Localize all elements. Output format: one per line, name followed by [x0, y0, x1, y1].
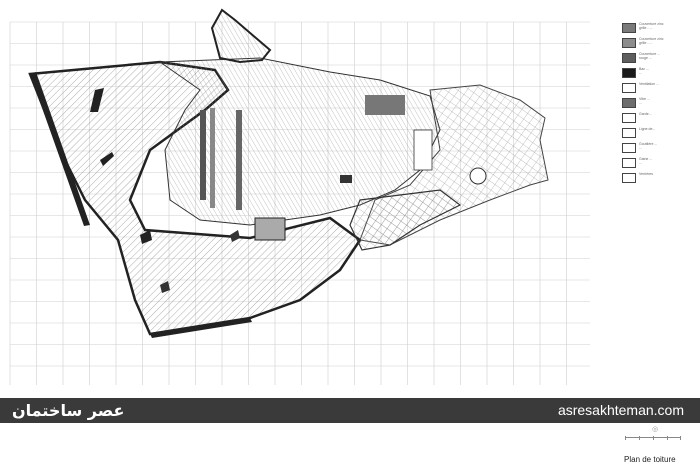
legend-label: Couverture zinc grille - ...: [639, 22, 664, 30]
legend-label: Vitre ... ...: [639, 97, 651, 105]
brand-name-persian: عصر ساختمان: [12, 401, 125, 420]
legend-swatch: [622, 128, 636, 138]
legend-label: Gaine ... ...: [639, 157, 653, 165]
legend-item: Couverture zinc grille - ...: [622, 37, 696, 51]
skylight-strip-1: [200, 110, 206, 200]
legend-swatch: [622, 68, 636, 78]
skylight-strip-2: [210, 108, 215, 208]
legend-swatch: [622, 158, 636, 168]
legend-item: Ventilation ...: [622, 82, 696, 96]
vent-5: [230, 230, 240, 242]
roof-edge-west: [30, 72, 90, 226]
legend-item: Couverture ... rouge ...: [622, 52, 696, 66]
legend-item: Gaine ... ...: [622, 157, 696, 171]
legend: Couverture zinc grille - ... Couverture z…: [622, 22, 696, 187]
roof-plan-sheet: Couverture zinc grille - ... Couverture z…: [9, 8, 696, 385]
vent-2: [100, 152, 114, 166]
brand-url: asresakhteman.com: [557, 402, 684, 418]
scale-bar: [625, 436, 681, 441]
legend-swatch: [622, 143, 636, 153]
legend-label: Gouttière ... ...: [639, 142, 658, 150]
legend-item: Vitre ... ...: [622, 97, 696, 111]
legend-swatch: [622, 53, 636, 63]
legend-item: Verrières: [622, 172, 696, 186]
roof-plan-drawing: [9, 8, 590, 385]
legend-label: Couverture zinc grille - ...: [639, 37, 664, 45]
legend-swatch: [622, 98, 636, 108]
legend-item: Bac ... ...: [622, 67, 696, 81]
legend-item: Couverture zinc grille - ...: [622, 22, 696, 36]
roof-edge-south: [150, 318, 252, 338]
north-arrow-icon: ◎: [652, 425, 659, 433]
terrace: [413, 129, 433, 171]
vent-1: [90, 88, 104, 112]
vent-block: [340, 175, 352, 183]
legend-label: Garde...: [639, 112, 652, 116]
legend-label: Ligne de...: [639, 127, 656, 131]
legend-item: Ligne de...: [622, 127, 696, 141]
skylight-strip-3: [236, 110, 242, 210]
watermark-banner: عصر ساختمان asresakhteman.com: [0, 398, 700, 423]
vent-4: [160, 281, 170, 293]
title-block: ◎ Plan de toiture: [0, 423, 700, 466]
legend-swatch: [622, 23, 636, 33]
plan-title: Plan de toiture: [624, 455, 676, 464]
roof-wing-southeast: [349, 189, 462, 251]
vent-3: [140, 230, 152, 244]
legend-label: Ventilation ...: [639, 82, 660, 86]
dome-skylight: [469, 167, 487, 185]
legend-swatch: [622, 83, 636, 93]
roof-north-spire: [210, 8, 272, 64]
legend-label: Bac ... ...: [639, 67, 649, 75]
legend-item: Garde...: [622, 112, 696, 126]
legend-swatch: [622, 113, 636, 123]
legend-item: Gouttière ... ...: [622, 142, 696, 156]
legend-swatch: [622, 38, 636, 48]
skylight-east: [365, 95, 405, 115]
building-footprint: [28, 8, 549, 338]
legend-swatch: [622, 173, 636, 183]
legend-label: Couverture ... rouge ...: [639, 52, 661, 60]
roof-hatch: [254, 217, 286, 241]
legend-label: Verrières: [639, 172, 654, 176]
